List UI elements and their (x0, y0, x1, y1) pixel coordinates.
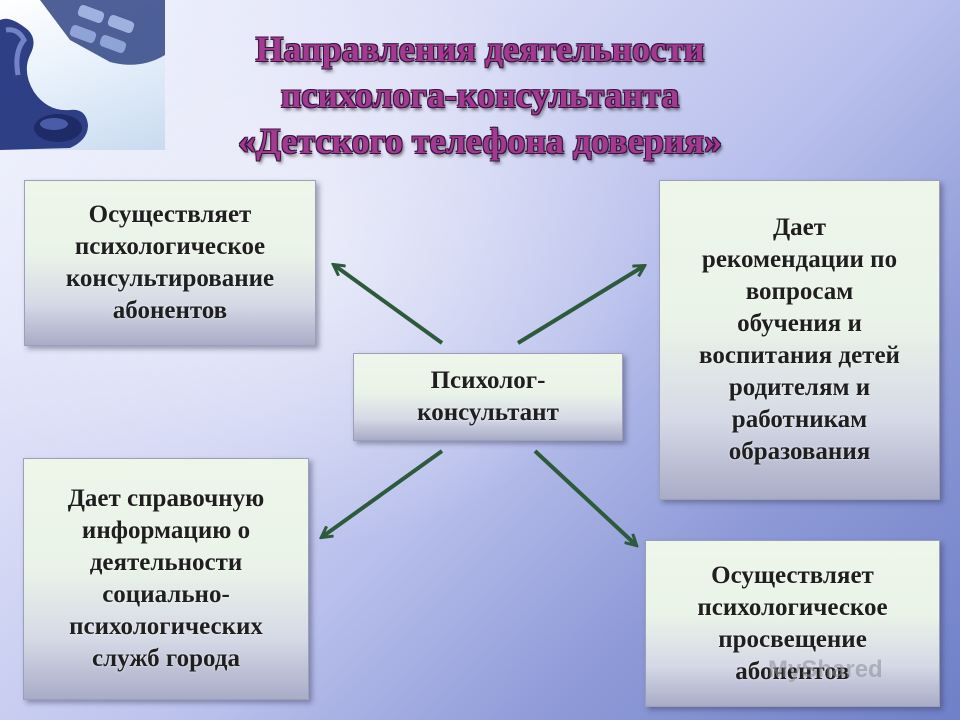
node-text: деятельности (68, 547, 265, 579)
node-text: консультант (417, 397, 559, 429)
node-text: Осуществляет (697, 560, 887, 592)
node-text: воспитания детей (699, 340, 900, 372)
node-text: работникам (699, 404, 900, 436)
node-counseling: Осуществляет психологическое консультиро… (24, 180, 316, 346)
arrow-to-top-left (334, 265, 442, 343)
node-text: абонентов (66, 295, 274, 327)
node-text: Психолог- (417, 365, 559, 397)
node-text: рекомендации по (699, 244, 900, 276)
arrow-to-bottom-right (535, 451, 636, 545)
node-text: Осуществляет (66, 199, 274, 231)
node-text: психологических (68, 611, 265, 643)
node-text: социально- (68, 579, 265, 611)
watermark: MyShared (768, 656, 883, 684)
node-text: вопросам (699, 276, 900, 308)
node-text: просвещение (697, 624, 887, 656)
arrow-to-bottom-left (322, 451, 442, 537)
node-reference-info: Дает справочную информацию о деятельност… (23, 458, 309, 700)
node-text: родителям и (699, 372, 900, 404)
arrow-to-top-right (518, 266, 644, 343)
node-recommendations: Дает рекомендации по вопросам обучения и… (659, 180, 940, 500)
node-psychologist-consultant: Психолог- консультант (353, 353, 623, 441)
node-text: психологическое (697, 592, 887, 624)
node-text: Дает (699, 212, 900, 244)
node-text: служб города (68, 643, 265, 675)
node-text: образования (699, 436, 900, 468)
node-text: обучения и (699, 308, 900, 340)
node-text: психологическое (66, 231, 274, 263)
node-text: Дает справочную (68, 483, 265, 515)
node-text: консультирование (66, 263, 274, 295)
node-text: информацию о (68, 515, 265, 547)
